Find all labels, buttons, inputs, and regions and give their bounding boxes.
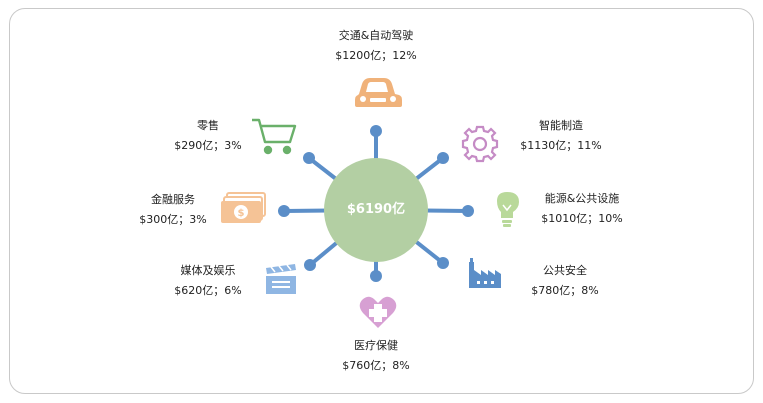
label-finance: 金融服务 $300亿；3% — [131, 190, 215, 230]
dot-transport — [370, 125, 382, 137]
segment-value: $620亿；6% — [174, 284, 242, 297]
lightbulb-icon — [497, 192, 519, 227]
segment-name: 交通&自动驾驶 — [338, 29, 414, 42]
segment-name: 金融服务 — [151, 193, 195, 206]
segment-value: $780亿；8% — [531, 284, 599, 297]
factory-icon — [469, 258, 501, 288]
segment-value: $1130亿；11% — [520, 139, 602, 152]
dot-manufacturing — [437, 152, 449, 164]
segment-name: 公共安全 — [543, 264, 587, 277]
segment-value: $1010亿；10% — [541, 212, 623, 225]
medical-heart-icon — [359, 296, 397, 328]
dot-finance — [278, 205, 290, 217]
svg-text:$: $ — [238, 208, 245, 219]
dot-energy — [462, 205, 474, 217]
dot-media — [304, 259, 316, 271]
dot-public-safety — [437, 257, 449, 269]
clapperboard-icon — [266, 264, 296, 294]
gear-icon — [461, 125, 499, 163]
spoke-dots — [278, 125, 474, 282]
segment-value: $760亿；8% — [342, 359, 410, 372]
label-public-safety: 公共安全 $780亿；8% — [523, 261, 607, 301]
label-healthcare: 医疗保健 $760亿；8% — [336, 336, 416, 376]
label-retail: 零售 $290亿；3% — [166, 116, 250, 156]
center-total: $6190亿 — [346, 202, 406, 217]
center-circle — [324, 158, 428, 262]
segment-name: 医疗保健 — [354, 339, 398, 352]
dot-healthcare — [370, 270, 382, 282]
dot-retail — [303, 152, 315, 164]
segment-name: 媒体及娱乐 — [180, 264, 236, 277]
segment-name: 智能制造 — [539, 119, 583, 132]
segment-value: $290亿；3% — [174, 139, 242, 152]
label-energy: 能源&公共设施 $1010亿；10% — [532, 189, 632, 229]
segment-value: $1200亿；12% — [335, 49, 417, 62]
label-manufacturing: 智能制造 $1130亿；11% — [516, 116, 606, 156]
segment-name: 零售 — [197, 119, 219, 132]
car-icon — [355, 78, 402, 107]
label-transport: 交通&自动驾驶 $1200亿；12% — [324, 26, 428, 66]
money-icon: $ — [221, 192, 266, 223]
segment-name: 能源&公共设施 — [544, 192, 620, 205]
shopping-cart-icon — [252, 118, 297, 155]
label-media: 媒体及娱乐 $620亿；6% — [166, 261, 250, 301]
segment-value: $300亿；3% — [139, 213, 207, 226]
